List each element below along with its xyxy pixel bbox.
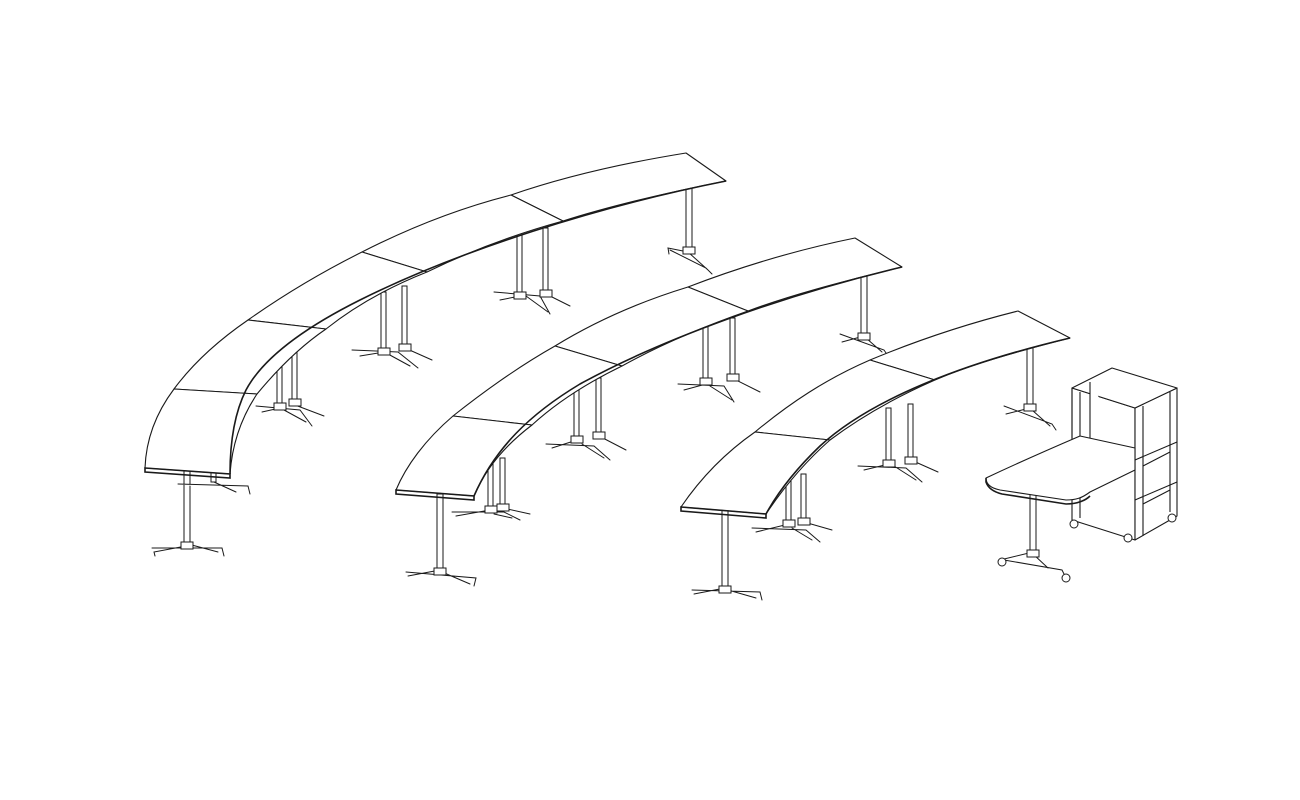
row-front <box>680 310 1071 601</box>
table-leg <box>151 467 251 557</box>
table-leg <box>405 493 477 587</box>
table-top <box>395 237 903 501</box>
row-back <box>144 152 727 557</box>
table-leg <box>351 285 433 369</box>
table-leg <box>255 349 325 427</box>
table-top <box>680 310 1071 519</box>
side-table-leg <box>997 493 1071 583</box>
table-leg <box>857 403 939 483</box>
table-leg <box>1003 345 1057 431</box>
table-leg <box>839 274 889 357</box>
table-leg <box>691 509 763 601</box>
side-table-top <box>985 435 1136 505</box>
lectern <box>985 367 1178 583</box>
table-leg <box>667 187 713 275</box>
table-top <box>144 152 727 479</box>
table-leg <box>751 473 833 543</box>
row-middle <box>395 237 903 587</box>
table-leg <box>545 377 627 461</box>
